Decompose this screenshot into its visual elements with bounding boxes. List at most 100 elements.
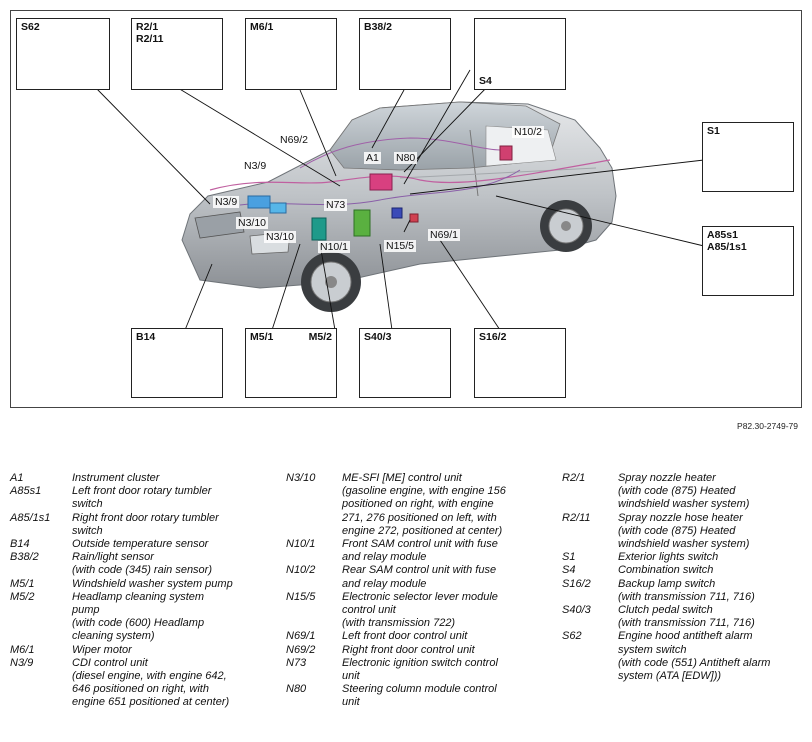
legend-description-line: 271, 276 positioned on left, with: [342, 511, 497, 524]
legend-description-line: positioned on right, with engine: [342, 498, 494, 511]
legend-description: Windshield washer system pump: [72, 578, 272, 591]
box-r2-label-1: R2/1: [136, 21, 159, 33]
legend-description-line: Clutch pedal switch: [618, 604, 713, 617]
legend-description-line: Wiper motor: [72, 643, 132, 656]
leader-lines: [95, 69, 705, 331]
box-m6-1-label: M6/1: [250, 21, 274, 33]
legend-description-line: Rear SAM control unit with fuse: [342, 564, 497, 577]
box-b14: B14: [131, 328, 223, 398]
car-illustration: [181, 101, 617, 312]
box-m5-1-label: M5/1: [250, 331, 274, 343]
legend-row: A1 Instrument cluster: [10, 472, 272, 485]
callout-n69-1: N69/1: [428, 229, 461, 241]
legend-code: R2/1: [562, 472, 586, 484]
legend-description: Right front door control unit: [342, 644, 548, 657]
legend-description: Combination switch: [618, 564, 802, 577]
legend-description-line: (with transmission 711, 716): [618, 590, 755, 603]
box-r2: R2/1 R2/11: [131, 18, 223, 90]
legend-description-line: windshield washer system): [618, 498, 750, 511]
legend-row: M6/1 Wiper motor: [10, 644, 272, 657]
callout-n3-10-b: N3/10: [264, 231, 297, 243]
legend-description-line: and relay module: [342, 577, 427, 590]
box-a85-label-2: A85/1s1: [707, 241, 747, 253]
callout-n10-1: N10/1: [318, 241, 351, 253]
legend-code: N73: [286, 656, 307, 669]
legend-code: S62: [562, 630, 582, 643]
legend-description-line: CDI control unit: [72, 656, 148, 669]
legend-row: N3/10 ME-SFI [ME] control unit(gasoline e…: [286, 472, 548, 538]
legend-description: Instrument cluster: [72, 472, 272, 485]
legend-column-2: N3/10 ME-SFI [ME] control unit(gasoline e…: [286, 472, 548, 710]
box-s62-label: S62: [21, 21, 40, 33]
legend-description: Spray nozzle hose heater(with code (875)…: [618, 512, 802, 552]
legend-description-line: and relay module: [342, 551, 427, 564]
legend-row: B38/2 Rain/light sensor(with code (345) r…: [10, 551, 272, 577]
legend-description-line: Electronic selector lever module: [342, 590, 498, 603]
legend-description-line: system switch: [618, 643, 687, 656]
legend-description-line: Engine hood antitheft alarm: [618, 630, 753, 643]
legend-code: M6/1: [10, 643, 35, 656]
legend-code: R2/11: [562, 511, 591, 524]
box-b38-2: B38/2: [359, 18, 451, 90]
legend-row: R2/1 Spray nozzle heater(with code (875) …: [562, 472, 802, 512]
legend-description-line: (with code (600) Headlamp: [72, 617, 205, 630]
legend-description: Left front door control unit: [342, 630, 548, 643]
legend-description-line: engine 651 positioned at center): [72, 696, 230, 709]
callout-a1: A1: [364, 152, 381, 164]
legend-description-line: cleaning system): [72, 630, 155, 643]
legend-code: N10/1: [286, 538, 316, 551]
legend-description: ME-SFI [ME] control unit(gasoline engine…: [342, 472, 548, 538]
box-s16-2-label: S16/2: [479, 331, 507, 343]
legend-description-line: (with transmission 711, 716): [618, 617, 755, 630]
legend-code: A1: [10, 472, 24, 484]
box-m5-2-label: M5/2: [308, 331, 332, 343]
legend-description-line: (with code (345) rain sensor): [72, 564, 213, 577]
legend-description-line: switch: [72, 498, 103, 511]
box-s4: S4: [474, 18, 566, 90]
box-s1-label: S1: [707, 125, 720, 137]
legend-description-line: Spray nozzle hose heater: [618, 511, 743, 524]
legend-description-line: Right front door control unit: [342, 643, 475, 656]
legend-code: A85/1s1: [10, 511, 51, 524]
legend-description-line: Instrument cluster: [72, 472, 160, 484]
legend-description-line: Spray nozzle heater: [618, 472, 716, 484]
legend-description-line: Left front door rotary tumbler: [72, 485, 212, 498]
legend-description: Wiper motor: [72, 644, 272, 657]
legend-description-line: engine 272, positioned at center): [342, 524, 503, 537]
legend-code: B38/2: [10, 551, 39, 564]
legend-code: S40/3: [562, 604, 591, 617]
box-s1: S1: [702, 122, 794, 192]
legend-description-line: unit: [342, 670, 360, 683]
legend-description-line: Rain/light sensor: [72, 551, 154, 564]
legend-description-line: 646 positioned on right, with: [72, 683, 209, 696]
legend-description-line: Combination switch: [618, 564, 714, 577]
legend-description: Backup lamp switch(with transmission 711…: [618, 578, 802, 604]
reference-number: P82.30-2749-79: [737, 421, 798, 431]
legend-description-line: Steering column module control: [342, 683, 497, 696]
box-s62: S62: [16, 18, 110, 90]
box-a85-label-1: A85s1: [707, 229, 738, 241]
legend-row: R2/11 Spray nozzle hose heater(with code …: [562, 512, 802, 552]
legend-description: Spray nozzle heater(with code (875) Heat…: [618, 472, 802, 512]
legend-description: Rain/light sensor(with code (345) rain s…: [72, 551, 272, 577]
legend-code: N3/10: [286, 472, 316, 484]
box-r2-label-2: R2/11: [136, 33, 164, 45]
box-s16-2: S16/2: [474, 328, 566, 398]
